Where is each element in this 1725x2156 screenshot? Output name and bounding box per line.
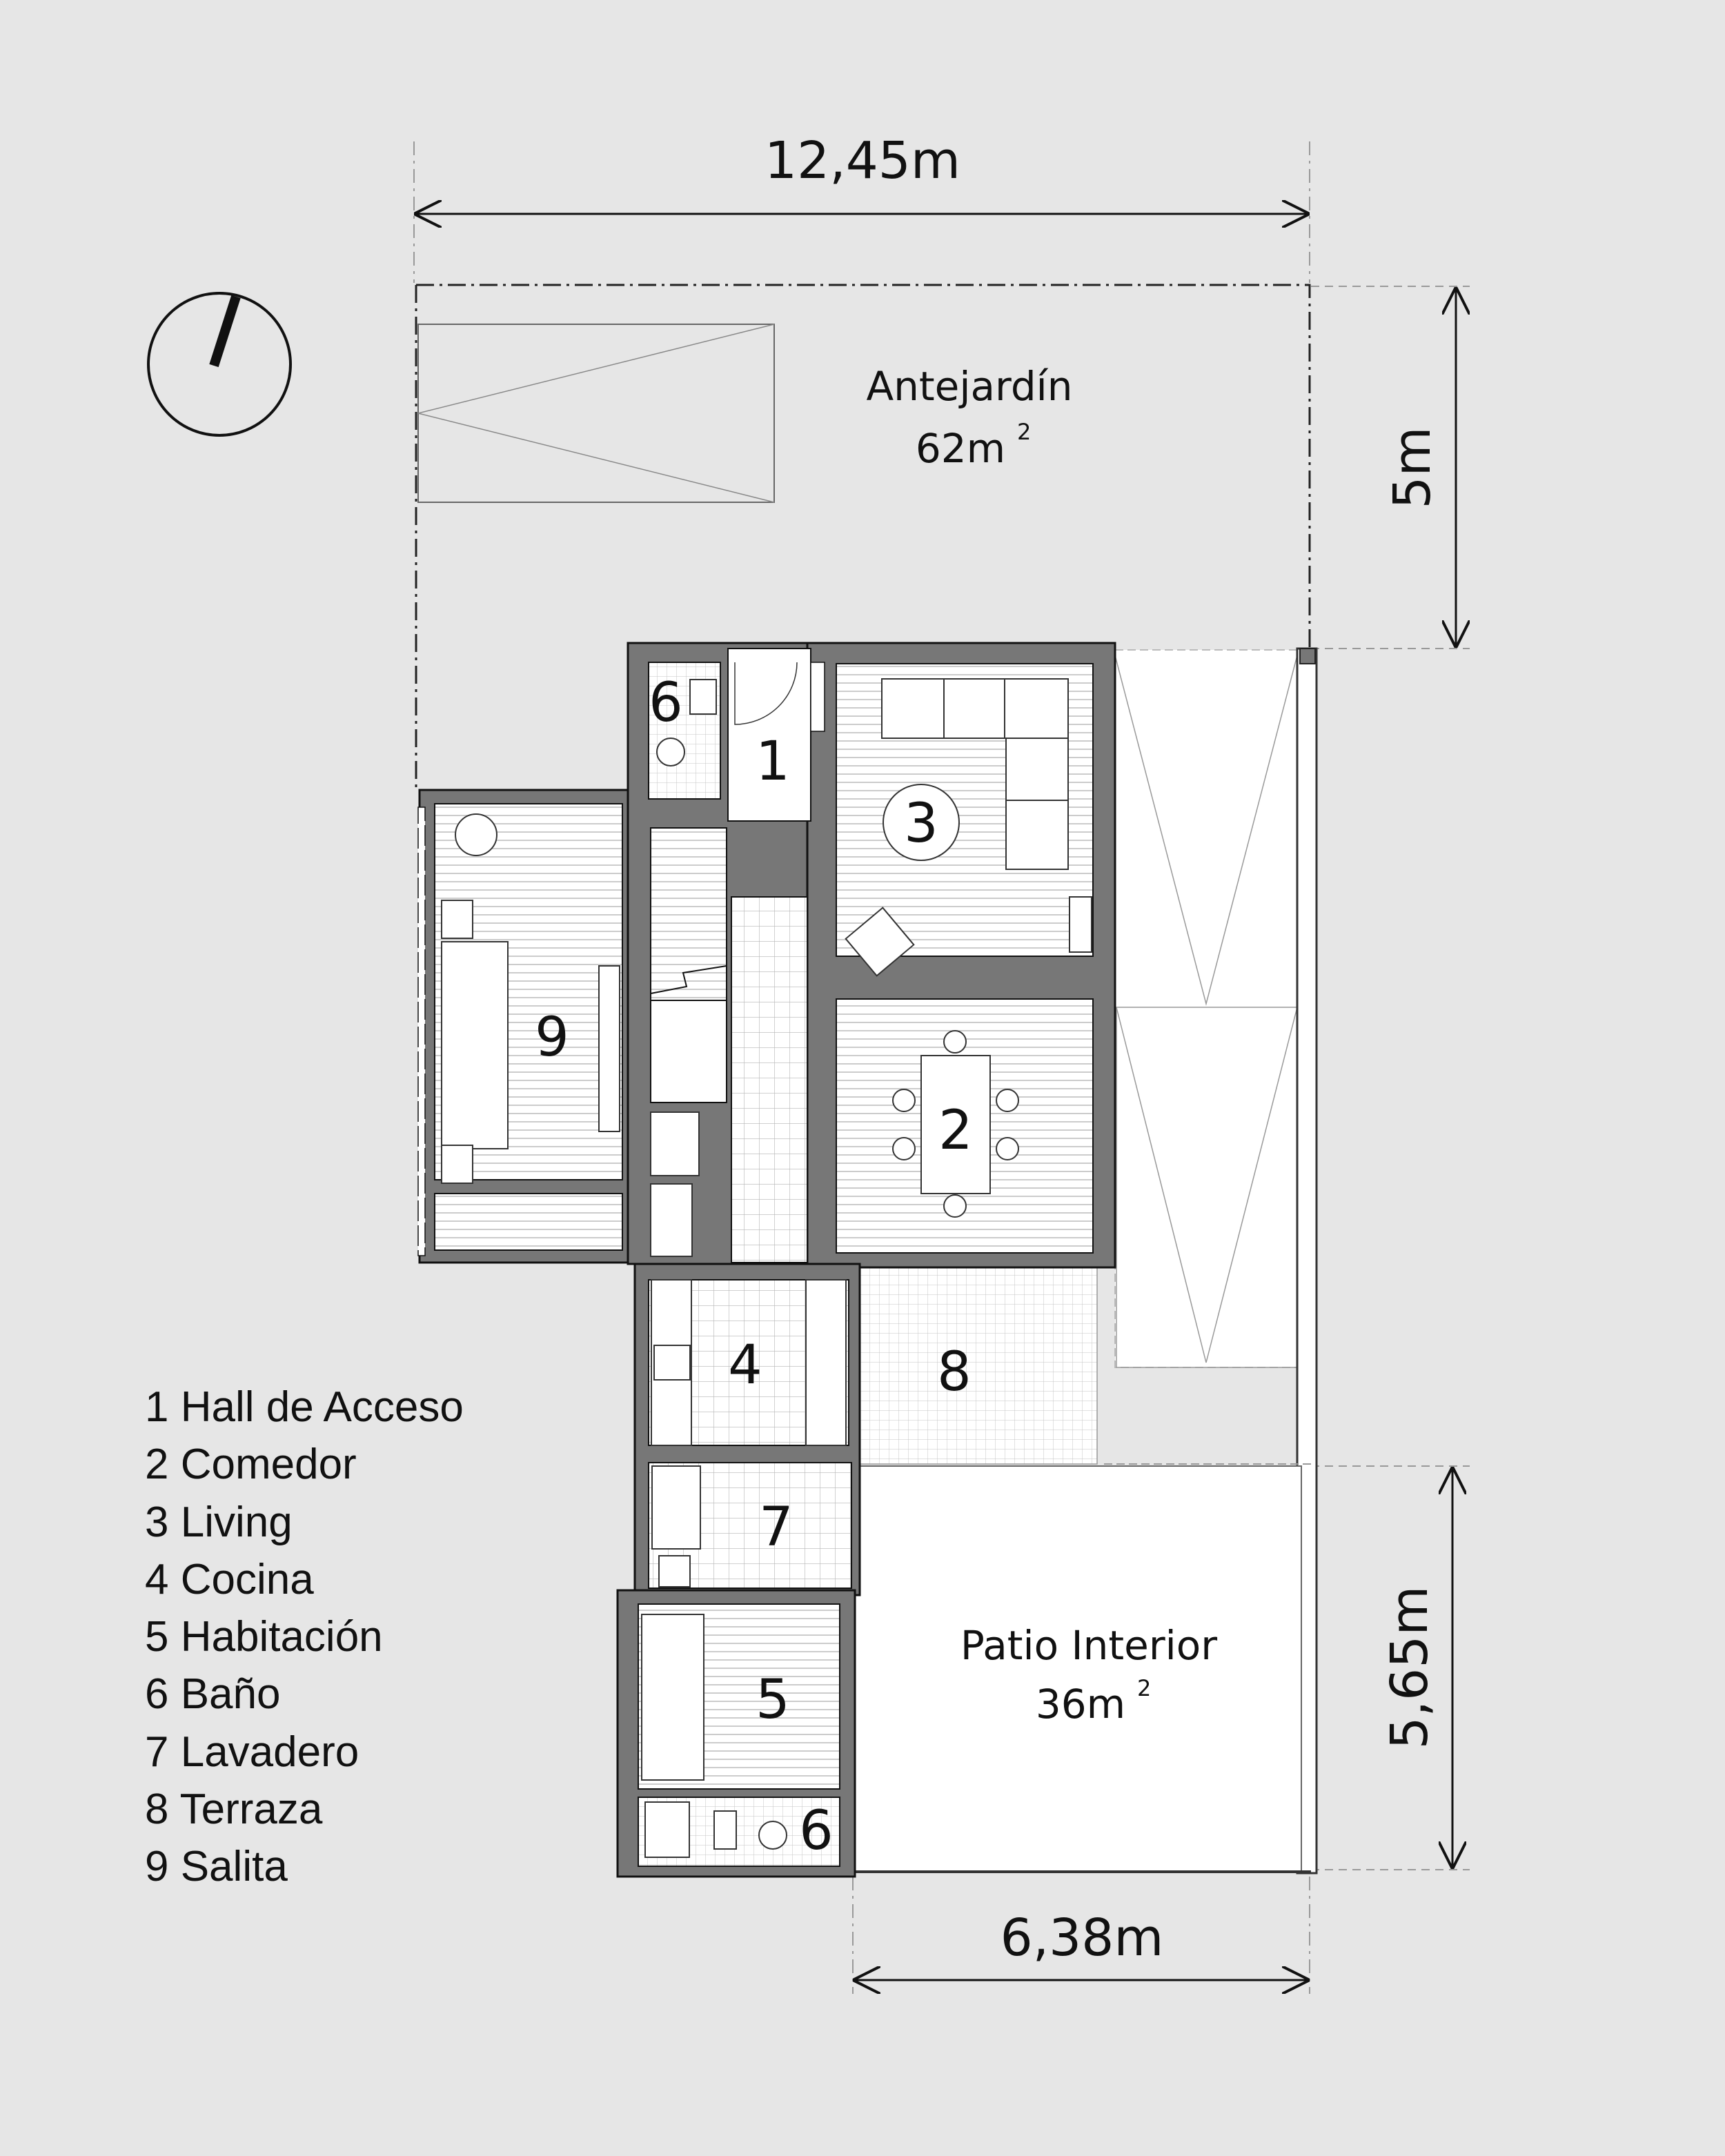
room-number-sitting: 9 bbox=[535, 1007, 569, 1069]
room-laundry: 7 bbox=[648, 1462, 852, 1589]
room-legend: 1 Hall de Acceso 2 Comedor 3 Living 4 Co… bbox=[145, 1378, 464, 1896]
legend-item: 5 Habitación bbox=[145, 1613, 383, 1661]
dimension-patio-depth-label: 5,65m bbox=[1380, 1586, 1439, 1750]
room-sitting: 9 bbox=[434, 803, 623, 1251]
dimension-top: 12,45m bbox=[413, 131, 1310, 283]
legend-item: 2 Comedor bbox=[145, 1441, 357, 1489]
room-bedroom: 5 bbox=[638, 1603, 840, 1790]
room-hall: 1 bbox=[727, 648, 825, 822]
dimension-front: 5m bbox=[1311, 286, 1470, 649]
legend-item: 9 Salita bbox=[145, 1843, 288, 1891]
room-number-dining: 2 bbox=[938, 1100, 973, 1162]
room-bath-rear: 6 bbox=[638, 1797, 840, 1867]
front-garden-name: Antejardín bbox=[866, 363, 1072, 410]
room-number-bath-front: 6 bbox=[649, 672, 683, 734]
dimension-patio-width: 6,38m bbox=[852, 1877, 1310, 1994]
room-number-laundry: 7 bbox=[759, 1496, 793, 1559]
stairs bbox=[650, 827, 760, 1103]
room-number-living: 3 bbox=[904, 793, 938, 855]
room-living: 3 bbox=[836, 663, 1094, 977]
interior-patio-size: 36m bbox=[1036, 1681, 1125, 1728]
front-garden-size: 62m bbox=[916, 425, 1005, 472]
legend-item: 3 Living bbox=[145, 1498, 293, 1546]
room-number-terrace: 8 bbox=[937, 1341, 972, 1403]
interior-patio-name: Patio Interior bbox=[960, 1622, 1217, 1669]
terrace bbox=[855, 1262, 1098, 1465]
interior-patio-size-sup: 2 bbox=[1137, 1675, 1151, 1701]
legend-item: 4 Cocina bbox=[145, 1555, 314, 1603]
room-number-kitchen: 4 bbox=[728, 1334, 762, 1396]
dimension-patio-depth: 5,65m bbox=[1311, 1465, 1470, 1870]
interior-patio: Patio Interior 36m 2 bbox=[852, 1465, 1311, 1873]
room-dining: 2 bbox=[836, 998, 1094, 1254]
front-garden: Antejardín 62m 2 bbox=[415, 284, 1311, 790]
legend-item: 1 Hall de Acceso bbox=[145, 1383, 464, 1431]
room-kitchen: 4 bbox=[648, 1279, 849, 1446]
legend-item: 6 Baño bbox=[145, 1670, 281, 1719]
room-number-hall: 1 bbox=[756, 731, 790, 793]
room-number-bedroom: 5 bbox=[756, 1669, 790, 1731]
front-garden-size-sup: 2 bbox=[1017, 419, 1031, 445]
dimension-patio-width-label: 6,38m bbox=[1000, 1908, 1164, 1968]
dimension-front-label: 5m bbox=[1383, 426, 1442, 508]
room-terrace-label: 8 bbox=[937, 1341, 972, 1403]
compass-north-icon bbox=[147, 292, 292, 437]
room-corridor bbox=[650, 896, 808, 1263]
dimension-top-label: 12,45m bbox=[765, 131, 960, 190]
legend-item: 8 Terraza bbox=[145, 1786, 323, 1834]
room-number-bath-rear: 6 bbox=[799, 1800, 834, 1862]
legend-item: 7 Lavadero bbox=[145, 1728, 359, 1776]
room-bath-front: 6 bbox=[648, 662, 721, 800]
